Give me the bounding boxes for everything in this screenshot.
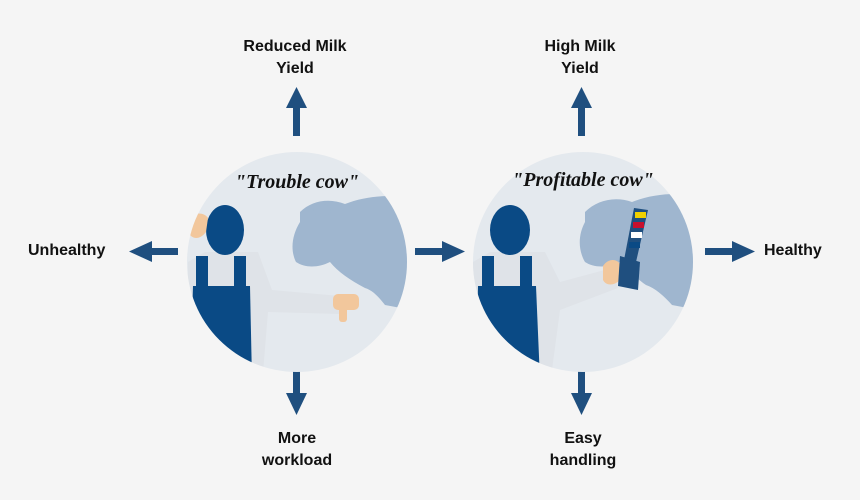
healthy-label: Healthy: [764, 242, 822, 259]
high-milk-yield-label: High Milk Yield: [505, 36, 655, 80]
arrow-up-right: [571, 87, 592, 136]
arrow-up-left: [286, 87, 307, 136]
easy-handling-line1: Easy: [564, 430, 602, 447]
cow-icon: [579, 194, 693, 310]
profitable-cow-title: "Profitable cow": [512, 169, 654, 191]
more-workload-line2: workload: [261, 452, 333, 469]
easy-handling-label: Easy handling: [508, 428, 658, 472]
reduced-milk-yield-line1: Reduced Milk: [243, 38, 347, 55]
unhealthy-label: Unhealthy: [28, 242, 106, 259]
trouble-cow-circle: "Trouble cow": [187, 152, 407, 372]
high-milk-yield-line1: High Milk: [544, 38, 616, 55]
reduced-milk-yield-line2: Yield: [276, 60, 314, 77]
reduced-milk-yield-label: Reduced Milk Yield: [220, 36, 370, 80]
easy-handling-line2: handling: [549, 452, 617, 469]
arrow-right-healthy: [705, 241, 755, 262]
thumbs-down-icon: [333, 294, 359, 322]
arrow-right-middle: [415, 241, 465, 262]
cow-icon: [292, 195, 407, 310]
brush-icon: [618, 208, 648, 290]
arrow-down-right: [571, 368, 592, 415]
profitable-cow-circle: "Profitable cow": [473, 152, 693, 372]
more-workload-line1: More: [277, 430, 317, 447]
arrow-left-unhealthy: [129, 241, 178, 262]
arrow-down-left: [286, 368, 307, 415]
more-workload-label: More workload: [222, 428, 372, 472]
arrows: [129, 87, 755, 415]
trouble-cow-title: "Trouble cow": [235, 171, 359, 193]
high-milk-yield-line2: Yield: [561, 60, 599, 77]
